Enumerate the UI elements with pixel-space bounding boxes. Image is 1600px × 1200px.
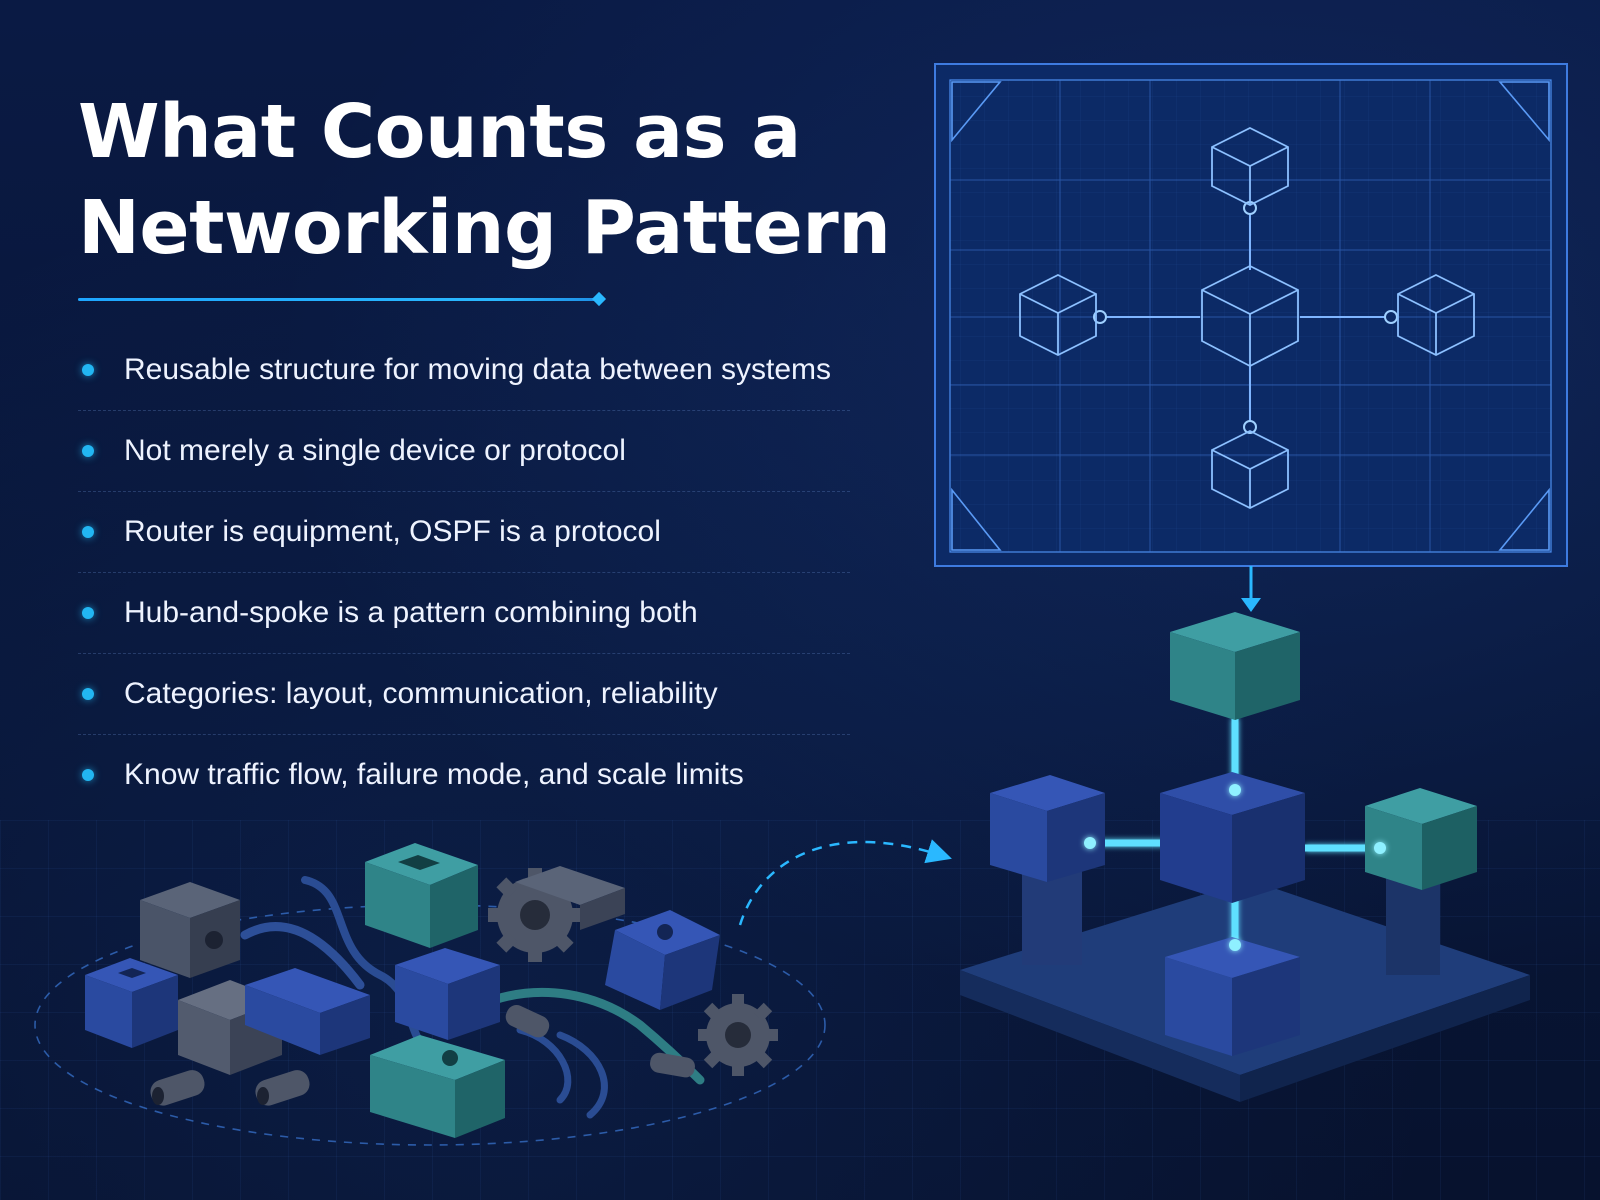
title-underline (78, 298, 600, 301)
gear-icon (488, 868, 582, 962)
bullet-text: Categories: layout, communication, relia… (124, 677, 718, 710)
bullet-item: Reusable structure for moving data betwe… (78, 330, 850, 411)
bullet-dot-icon (82, 364, 94, 376)
bullet-dot-icon (82, 526, 94, 538)
bullet-text: Know traffic flow, failure mode, and sca… (124, 758, 744, 791)
bullet-dot-icon (82, 688, 94, 700)
gear-icon (698, 994, 778, 1076)
bullet-dot-icon (82, 769, 94, 781)
bullet-item: Hub-and-spoke is a pattern combining bot… (78, 573, 850, 654)
dashed-arrow-icon (738, 839, 952, 926)
bullet-item: Not merely a single device or protocol (78, 411, 850, 492)
page-title: What Counts as a Networking Pattern (78, 84, 891, 276)
bullet-text: Router is equipment, OSPF is a protocol (124, 515, 661, 548)
down-arrow-icon (1241, 566, 1261, 612)
bullet-item: Router is equipment, OSPF is a protocol (78, 492, 850, 573)
title-line-1: What Counts as a (78, 89, 801, 175)
scattered-components (34, 843, 826, 1146)
bullet-item: Categories: layout, communication, relia… (78, 654, 850, 735)
bullet-text: Hub-and-spoke is a pattern combining bot… (124, 596, 698, 629)
blueprint-panel (934, 63, 1568, 567)
title-line-2: Networking Pattern (78, 185, 891, 271)
hub-spoke-model (960, 612, 1530, 1102)
bullet-text: Not merely a single device or protocol (124, 434, 626, 467)
bullet-list: Reusable structure for moving data betwe… (78, 330, 850, 815)
bullet-text: Reusable structure for moving data betwe… (124, 353, 832, 386)
bullet-dot-icon (82, 445, 94, 457)
bullet-dot-icon (82, 607, 94, 619)
bullet-item: Know traffic flow, failure mode, and sca… (78, 735, 850, 815)
